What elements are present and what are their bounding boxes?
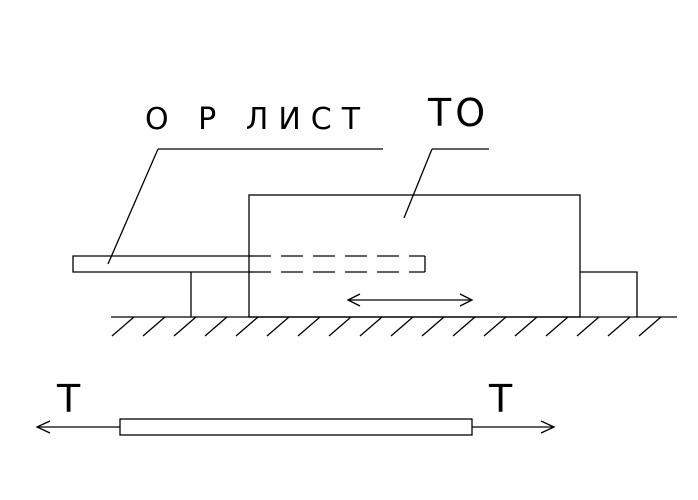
right-support-block: [580, 271, 638, 317]
ground-hatch-stroke: [390, 316, 414, 337]
ground-hatch-stroke: [328, 316, 352, 337]
movement-arrow: [346, 293, 474, 307]
ground-hatch-stroke: [266, 316, 290, 337]
ground-hatch-stroke: [638, 316, 662, 337]
ground-hatch-stroke: [452, 316, 476, 337]
ground-hatch-stroke: [142, 316, 166, 337]
sheet-hidden-dashed: [249, 255, 426, 273]
specimen-strip: [119, 418, 473, 436]
ground-hatch-stroke: [111, 316, 135, 337]
ground-hatch-stroke: [514, 316, 538, 337]
to-leader-line: [403, 148, 489, 219]
tension-label-right: Т: [488, 377, 513, 421]
ground-hatch-stroke: [359, 316, 383, 337]
sheet-plate: [72, 255, 249, 273]
sheet-label: О Р ЛИСТ: [145, 102, 370, 137]
to-label: ТО: [427, 91, 489, 135]
ground-hatch-stroke: [576, 316, 600, 337]
tension-arrow-left: [35, 420, 120, 434]
ground-hatch-stroke: [421, 316, 445, 337]
ground-hatch-stroke: [297, 316, 321, 337]
ground-hatch-stroke: [607, 316, 631, 337]
tension-label-left: Т: [56, 377, 81, 421]
ground-hatch-stroke: [483, 316, 507, 337]
ground-hatch-stroke: [235, 316, 259, 337]
ground-hatching: [111, 316, 677, 337]
sheet-leader-line: [107, 148, 383, 265]
ground-hatch-stroke: [173, 316, 197, 337]
ground-hatch-stroke: [545, 316, 569, 337]
ground-hatch-stroke: [204, 316, 228, 337]
tension-arrow-right: [472, 420, 556, 434]
